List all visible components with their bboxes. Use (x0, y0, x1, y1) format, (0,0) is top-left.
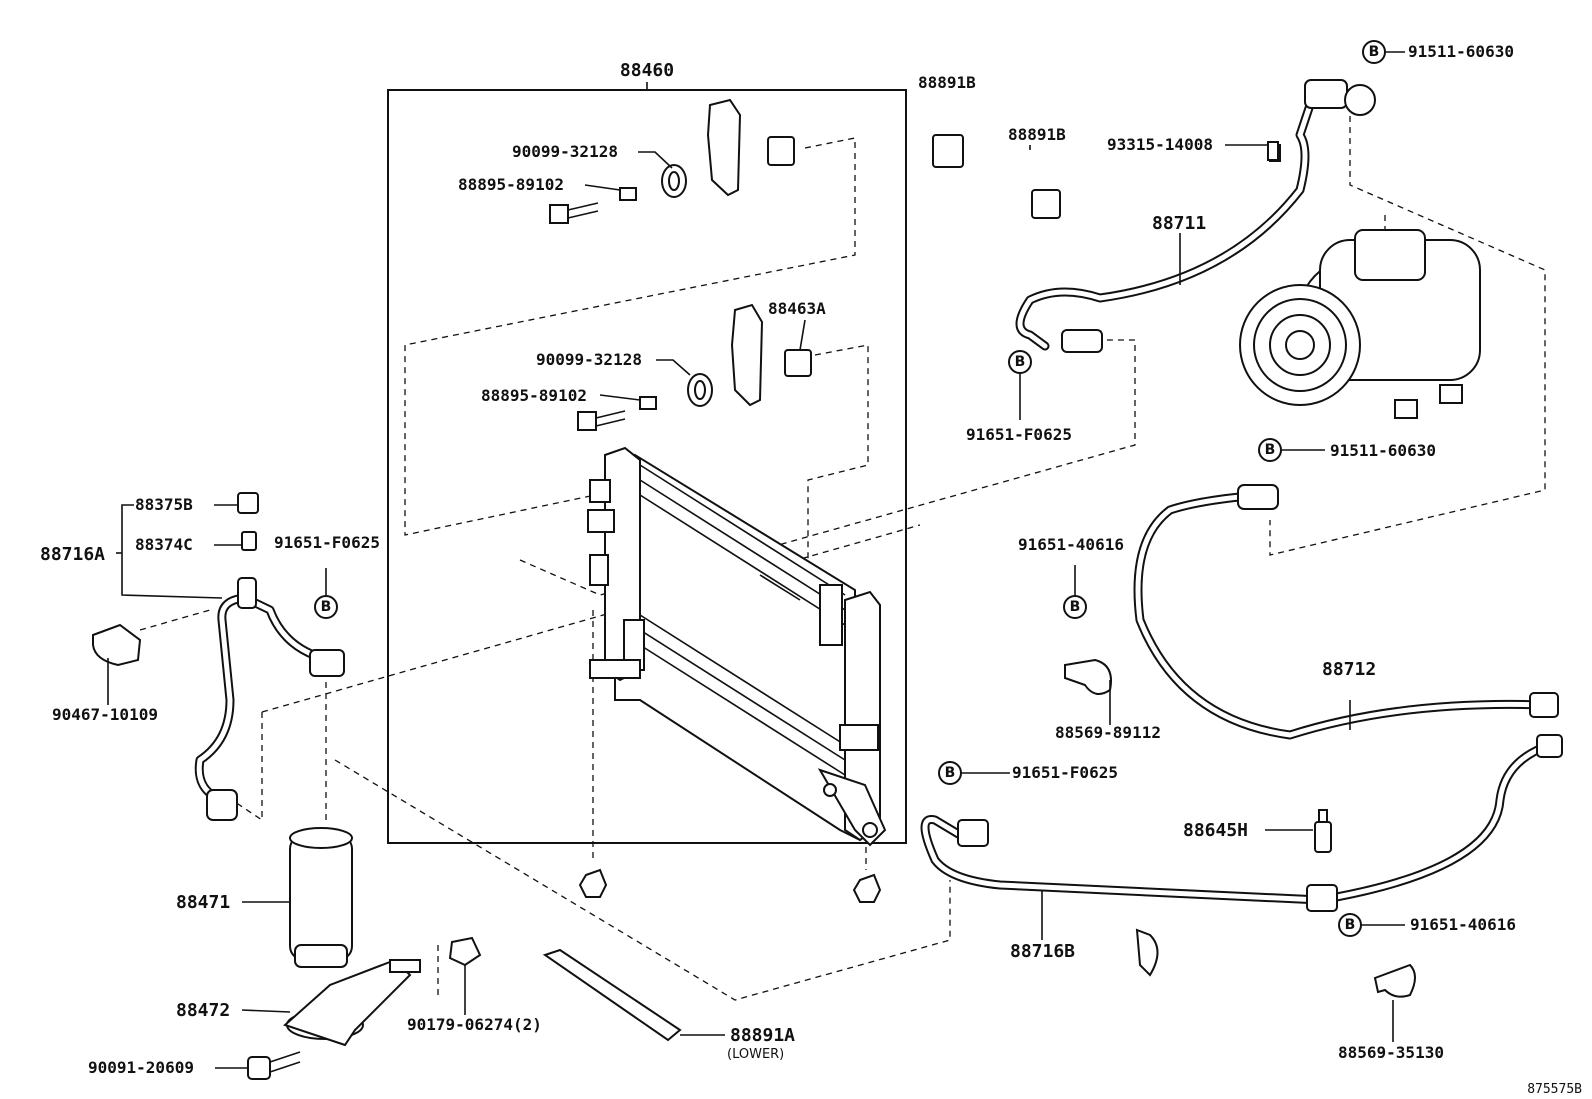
pressure-switch-88645h (1314, 809, 1332, 853)
label-88645h: 88645H (1183, 820, 1248, 841)
label-88569-35130: 88569-35130 (1338, 1043, 1444, 1062)
bolt-marker-clamp-35130: B (1338, 913, 1362, 937)
label-88471: 88471 (176, 892, 230, 913)
label-90099-32128-a: 90099-32128 (512, 142, 618, 161)
label-91651-f0625-right: 91651-F0625 (1012, 763, 1118, 782)
label-91511-60630-top: 91511-60630 (1408, 42, 1514, 61)
label-88891b-a: 88891B (918, 73, 976, 92)
dashed-guide-lines (139, 105, 1546, 1001)
label-88374c: 88374C (135, 535, 193, 554)
clamp-88569-89112 (1064, 658, 1112, 695)
label-88569-89112: 88569-89112 (1055, 723, 1161, 742)
svg-text:B: B (1015, 354, 1026, 370)
pad-88891a-lower (542, 948, 682, 1042)
label-91651-40616-mid: 91651-40616 (1018, 535, 1124, 554)
label-91651-40616-right: 91651-40616 (1410, 915, 1516, 934)
leader-lines (107, 51, 1405, 1069)
label-88891b-b: 88891B (1008, 125, 1066, 144)
grommet-left (578, 868, 608, 898)
upper-mount-parts (549, 98, 795, 224)
grommet-right (852, 873, 882, 903)
pipe-88716a (194, 577, 345, 821)
label-88463a: 88463A (768, 299, 826, 318)
label-88712: 88712 (1322, 659, 1376, 680)
bolt-90091 (247, 1051, 301, 1080)
label-91651-f0625-mid: 91651-F0625 (966, 425, 1072, 444)
label-88716b: 88716B (1010, 941, 1075, 962)
label-93315-14008: 93315-14008 (1107, 135, 1213, 154)
compressor (1239, 229, 1481, 419)
svg-text:B: B (1345, 917, 1356, 933)
label-88891a-note: (LOWER) (727, 1047, 784, 1062)
svg-text:B: B (945, 765, 956, 781)
svg-text:B: B (1369, 44, 1380, 60)
clamp-lower-middle (1135, 928, 1159, 977)
bolt-marker-hose-88711: B (1008, 350, 1032, 374)
diagram-id: 875575B (1527, 1082, 1582, 1097)
label-88895-89102-b: 88895-89102 (481, 386, 587, 405)
nut-90179 (448, 936, 482, 967)
label-88375b: 88375B (135, 495, 193, 514)
label-90099-32128-b: 90099-32128 (536, 350, 642, 369)
label-88472: 88472 (176, 1000, 230, 1021)
bolt-marker-mid-right: B (1258, 438, 1282, 462)
bolt-marker-top-right: B (1362, 40, 1386, 64)
clamp-88569-35130 (1373, 963, 1416, 998)
bolt-marker-clamp-89112: B (1063, 595, 1087, 619)
label-88711: 88711 (1152, 213, 1206, 234)
svg-text:B: B (1265, 442, 1276, 458)
label-91651-f0625-left: 91651-F0625 (274, 533, 380, 552)
hose-88712 (1133, 484, 1559, 740)
svg-text:B: B (1070, 599, 1081, 615)
hose-88711 (1015, 79, 1376, 353)
bolt-93315 (1267, 141, 1279, 161)
svg-text:B: B (321, 599, 332, 615)
receiver-dryer-88471 (289, 827, 353, 968)
label-88895-89102-a: 88895-89102 (458, 175, 564, 194)
bolt-marker-pipe-88716b: B (938, 761, 962, 785)
pad-88891b-b (1031, 189, 1061, 219)
pad-88891b-a (932, 134, 964, 168)
label-90091-20609: 90091-20609 (88, 1058, 194, 1077)
bracket-88472 (283, 958, 421, 1047)
pipe-88716b (920, 734, 1563, 912)
label-91511-60630-mid: 91511-60630 (1330, 441, 1436, 460)
cap-88375b (237, 492, 259, 514)
clamp-90467 (92, 623, 142, 667)
condenser-core (587, 446, 887, 847)
label-88716a: 88716A (40, 544, 105, 565)
label-90467-10109: 90467-10109 (52, 705, 158, 724)
label-88460: 88460 (620, 60, 674, 81)
label-88891a: 88891A (730, 1025, 795, 1046)
cap-88374c (241, 531, 257, 551)
middle-mount-parts (577, 303, 812, 431)
label-90179-06274: 90179-06274(2) (407, 1015, 542, 1034)
bolt-marker-left: B (314, 595, 338, 619)
